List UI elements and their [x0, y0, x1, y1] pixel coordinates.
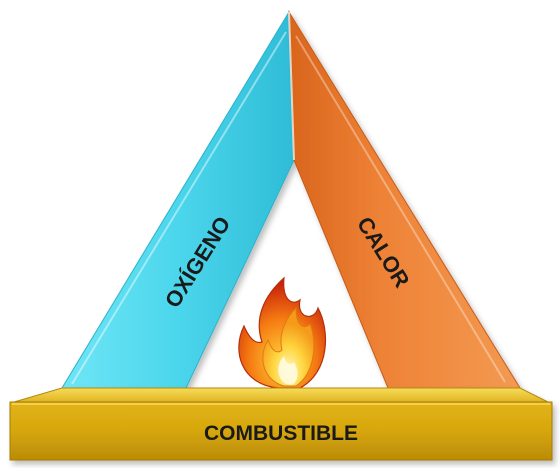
- apex-ridge: [288, 11, 295, 161]
- base-fuel: [9, 387, 553, 461]
- fire-icon: [238, 276, 327, 389]
- fuel-label: COMBUSTIBLE: [204, 422, 358, 445]
